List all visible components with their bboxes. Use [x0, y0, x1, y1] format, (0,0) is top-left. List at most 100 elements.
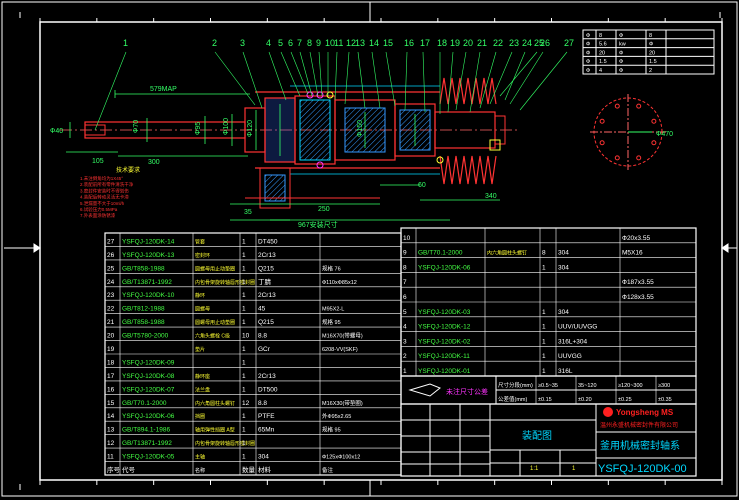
lower-flange — [259, 167, 291, 209]
bom-cell: UUV/UUVGG — [558, 324, 597, 331]
balloon-8: 8 — [307, 38, 312, 48]
dim-dia40: Ф40 — [50, 128, 63, 135]
bom-cell: 24 — [107, 279, 115, 286]
bom-cell: YSFQJ-120DK-14 — [122, 238, 175, 245]
tolerance-header-cell: ≥120~300 — [618, 383, 643, 389]
bom-cell: 1 — [242, 292, 246, 299]
bom-cell: YSFQJ-120DK-12 — [418, 324, 471, 331]
balloon-4: 4 — [266, 38, 271, 48]
bom-cell: 2 — [403, 353, 407, 360]
bom-cell: 1 — [242, 413, 246, 420]
sheet-value: 1 — [572, 466, 576, 472]
bom-cell: 304 — [558, 250, 569, 257]
spec-cell: 8 — [649, 33, 652, 39]
drawing-number: YSFQJ-120DK-00 — [598, 463, 687, 475]
bom-cell: 1 — [242, 319, 246, 326]
bom-cell: 5 — [403, 309, 407, 316]
bom-cell: YSFQJ-120DK-11 — [418, 353, 470, 360]
balloon-26: 26 — [540, 38, 550, 48]
bom-cell: 1 — [242, 427, 246, 434]
bom-cell: Ф125xФ100x12 — [322, 455, 360, 461]
company-name-en: Yongsheng MS — [616, 408, 674, 417]
bom-cell: M95X2-L — [322, 307, 344, 313]
bom-header-cell: 数量 — [242, 465, 256, 474]
shaft-assembly-view — [60, 77, 520, 221]
grid-ticks — [39, 18, 723, 485]
bom-cell: 丁腈 — [258, 277, 272, 286]
bom-cell: 18 — [107, 359, 115, 366]
bom-cell: 圆螺母用止动垫圈 — [195, 319, 235, 326]
bom-cell: 1 — [542, 338, 546, 345]
bom-cell: 1 — [542, 368, 546, 375]
dim-dia-c: Ф100 — [223, 118, 230, 135]
company-logo-icon — [603, 407, 613, 417]
balloon-27: 27 — [564, 38, 574, 48]
bom-cell: YSFQJ-120DK-02 — [418, 338, 471, 345]
bom-cell: 圆螺母 — [195, 306, 210, 313]
bom-cell: PTFE — [258, 413, 275, 420]
bom-cell: Ф110xФ85x12 — [322, 280, 357, 286]
bom-cell: 7 — [403, 279, 407, 286]
spec-cell: Ф — [586, 50, 590, 56]
bom-cell: 2Cr13 — [258, 252, 276, 259]
shaft-key — [84, 124, 106, 136]
balloon-17: 17 — [420, 38, 430, 48]
bom-cell: 1 — [242, 454, 246, 461]
bom-cell: 8 — [542, 250, 546, 257]
tech-note-line: 2.装配前所有零件清洗干净 — [80, 181, 134, 188]
bom-cell: 45 — [258, 306, 266, 313]
bom-cell: 1 — [542, 264, 546, 271]
bom-cell: 1 — [242, 279, 246, 286]
bom-cell: 1 — [542, 309, 546, 316]
bom-cell: 17 — [107, 373, 115, 380]
dim-total: 967安装尺寸 — [298, 220, 338, 229]
bom-cell: 14 — [107, 413, 115, 420]
spec-cell: 8 — [599, 33, 602, 39]
bom-cell: M5X16 — [622, 250, 643, 257]
bom-cell: 12 — [242, 400, 250, 407]
bom-cell: 内六角圆柱头螺钉 — [195, 400, 235, 407]
product-name: 釜用机械密封轴系 — [600, 439, 680, 452]
bom-cell: YSFQJ-120DK-07 — [122, 386, 175, 393]
dim-300: 300 — [148, 159, 160, 166]
tech-note-line: 5.泄漏量不大于10ml/h — [80, 200, 125, 207]
tolerance-cell: 公差值(mm) — [498, 395, 527, 403]
bom-cell: 2Cr13 — [258, 292, 276, 299]
bom-cell: 304 — [258, 454, 269, 461]
bom-cell: GB/T858-1988 — [122, 319, 165, 326]
seal-hatch — [299, 99, 331, 161]
bom-cell: 内包骨架旋转轴唇形密封圈 — [195, 440, 255, 447]
dimension-texts: 579MAP 105 300 Ф40 250 967安装尺寸 340 60 35… — [50, 86, 497, 229]
bom-cell: 13 — [107, 427, 115, 434]
tolerance-header-cell: 尺寸分段(mm) — [498, 381, 533, 389]
balloon-2: 2 — [212, 38, 217, 48]
spec-cell: kw — [619, 42, 626, 48]
bom-cell: YSFQJ-120DK-06 — [122, 413, 175, 420]
company-name-cn: 温州永盛机械密封件有限公司 — [600, 421, 678, 429]
bom-cell: 管套 — [195, 238, 205, 245]
spec-cell: Ф — [586, 42, 590, 48]
title-block: Yongsheng MS 温州永盛机械密封件有限公司 装配图 釜用机械密封轴系 … — [400, 403, 697, 477]
bom-cell: 1 — [242, 386, 246, 393]
bom-cell: 16 — [107, 386, 115, 393]
bom-cell: 8 — [403, 264, 407, 271]
bom-cell: UUVGG — [558, 353, 582, 360]
dim-35: 35 — [244, 209, 252, 216]
bom-cell: YSFQJ-120DK-09 — [122, 359, 175, 366]
bom-cell: 1 — [242, 252, 246, 259]
drawing-type: 装配图 — [522, 429, 552, 442]
balloon-9: 9 — [316, 38, 321, 48]
bom-cell: YSFQJ-120DK-10 — [122, 292, 175, 299]
balloon-10: 10 — [325, 38, 335, 48]
bom-cell: YSFQJ-120DK-05 — [122, 454, 175, 461]
bom-cell: 规格 95 — [322, 318, 341, 326]
bom-cell: 2Cr13 — [258, 373, 276, 380]
tolerance-header-cell: ≥300 — [658, 383, 670, 389]
bom-cell: 1 — [242, 306, 246, 313]
tolerance-cell: ±0.20 — [578, 397, 592, 403]
balloon-13: 13 — [355, 38, 365, 48]
